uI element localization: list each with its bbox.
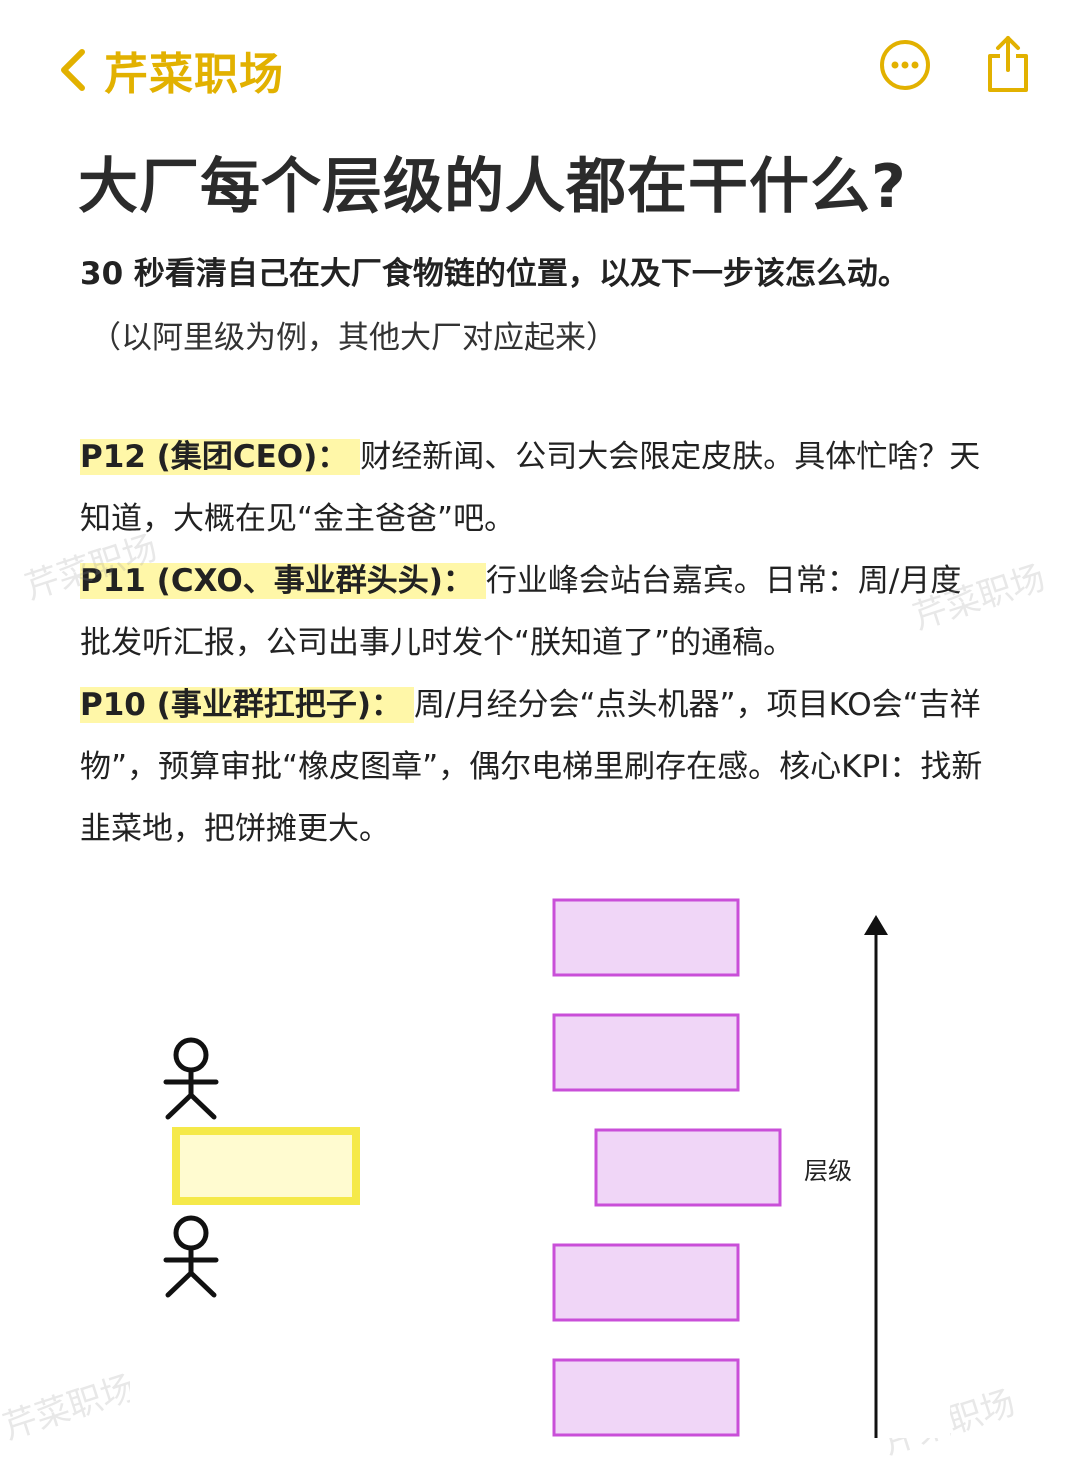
nav-bar: 芹菜职场: [0, 0, 1080, 130]
level-box: [552, 898, 740, 977]
level-box: [552, 1243, 740, 1322]
person-icon: [163, 1037, 219, 1120]
page-title: 大厂每个层级的人都在干什么?: [78, 152, 907, 222]
person-icon: [163, 1215, 219, 1298]
level-text-p10: 周/月经分会“点头机器”，项目KO会“吉祥物”，预算审批“橡皮图章”，偶尔电梯里…: [80, 687, 983, 847]
article-body: P12 (集团CEO)：财经新闻、公司大会限定皮肤。具体忙啥？天知道，大概在见“…: [80, 426, 990, 860]
level-label-p10: P10 (事业群扛把子)：: [80, 687, 414, 723]
back-button[interactable]: 芹菜职场: [56, 38, 284, 102]
more-dots-icon[interactable]: [878, 38, 932, 92]
chevron-left-icon: [61, 49, 85, 91]
level-box: [552, 1358, 740, 1437]
level-text-p11: 行业峰会站台嘉宾。日常：周/月度批发听汇报，公司出事儿时发个“朕知道了”的通稿。: [80, 563, 962, 661]
article-note: （以阿里级为例，其他大厂对应起来）: [90, 320, 617, 356]
back-label: 芹菜职场: [104, 49, 284, 100]
article-subtitle: 30 秒看清自己在大厂食物链的位置，以及下一步该怎么动。: [80, 256, 909, 292]
highlight-box: [172, 1127, 360, 1205]
axis-label: 层级: [804, 1157, 852, 1185]
level-box: [594, 1128, 782, 1207]
watermark: 芹菜职场: [0, 1367, 140, 1448]
arrow-up-icon: [864, 915, 888, 935]
level-label-p11: P11 (CXO、事业群头头)：: [80, 563, 486, 599]
share-icon[interactable]: [984, 34, 1032, 94]
level-diagram: 层级: [130, 895, 950, 1438]
level-label-p12: P12 (集团CEO)：: [80, 439, 361, 475]
level-text-p12: 财经新闻、公司大会限定皮肤。具体忙啥？天知道，大概在见“金主爸爸”吧。: [80, 439, 981, 537]
level-box: [552, 1013, 740, 1092]
